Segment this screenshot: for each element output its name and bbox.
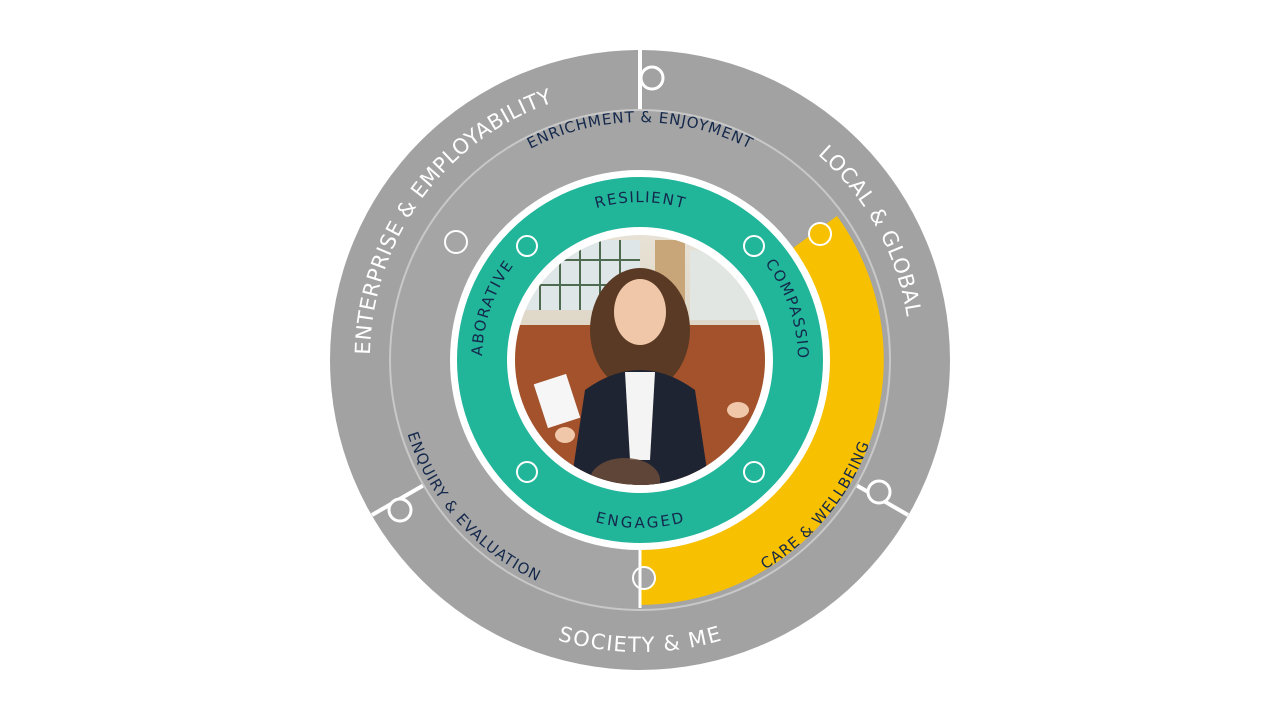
puzzle-knob-mid-left	[444, 230, 468, 254]
speaker-photo	[515, 235, 765, 485]
puzzle-knob-inner-tl	[516, 235, 538, 257]
puzzle-knob-right	[866, 479, 892, 505]
puzzle-knob-inner-tr	[743, 235, 765, 257]
puzzle-knob-yellow	[808, 222, 832, 246]
puzzle-knob-bottom	[632, 566, 656, 590]
puzzle-knob-left	[387, 497, 413, 523]
puzzle-knob-inner-br	[743, 461, 765, 483]
label-engaged: ENGAGED	[594, 508, 686, 532]
care-wellbeing-segment	[640, 216, 884, 605]
puzzle-knob-inner-bl	[516, 461, 538, 483]
puzzle-knob-top	[639, 65, 665, 91]
